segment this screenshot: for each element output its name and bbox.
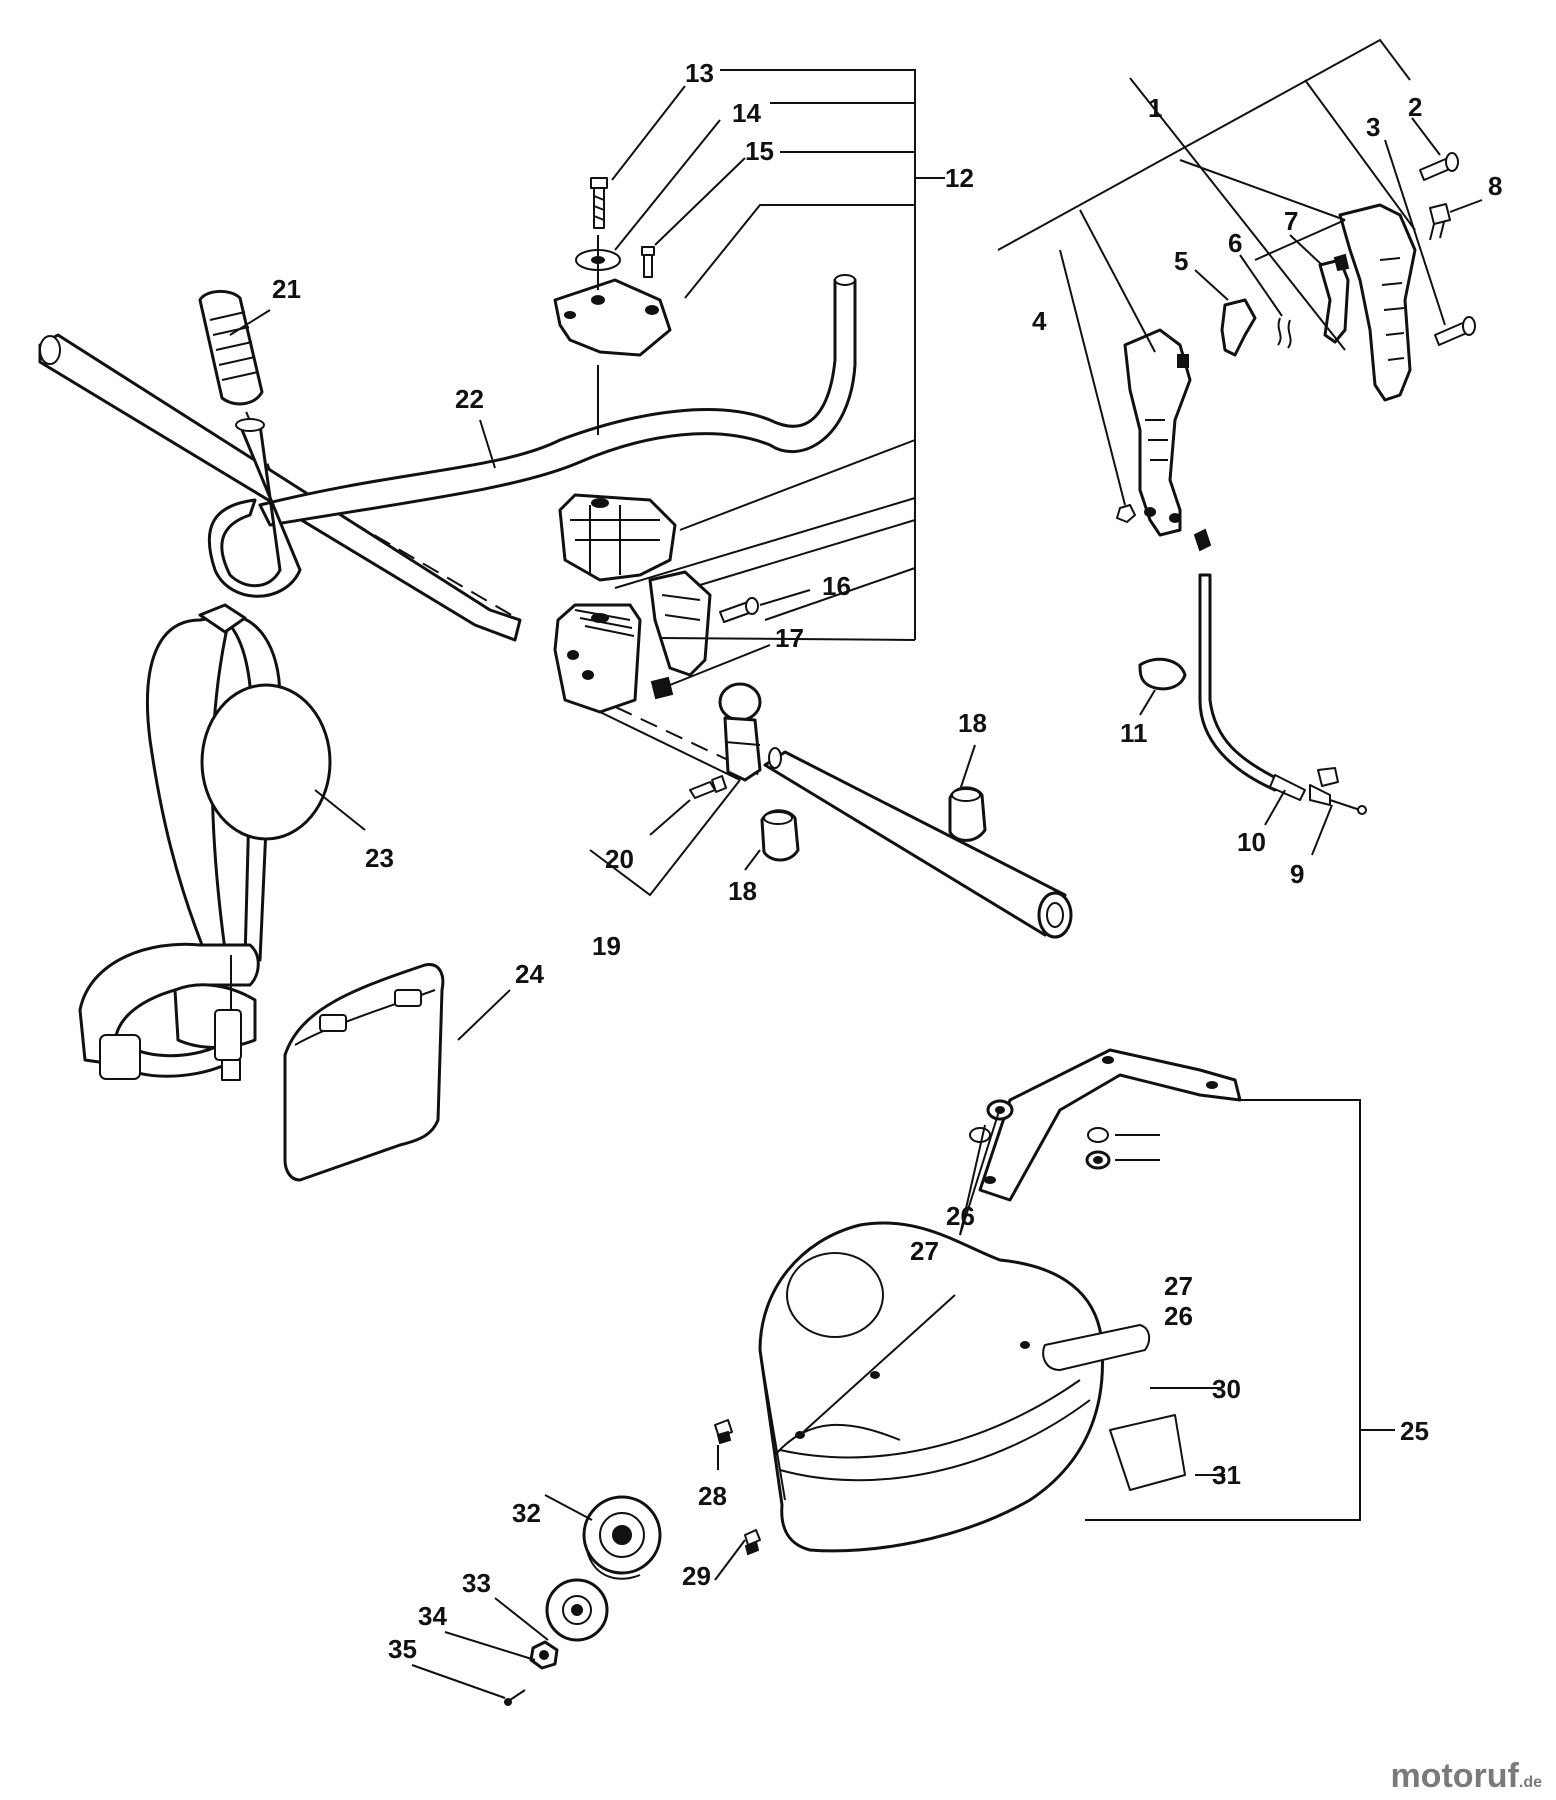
watermark-name: motoruf (1390, 1757, 1519, 1795)
callout-1: 1 (1148, 93, 1162, 123)
callout-27-right: 27 (1164, 1271, 1193, 1301)
callout-22: 22 (455, 384, 484, 414)
callout-3: 3 (1366, 112, 1380, 142)
callout-10: 10 (1237, 827, 1266, 857)
callout-31: 31 (1212, 1460, 1241, 1490)
callout-23: 23 (365, 843, 394, 873)
callout-11: 11 (1120, 718, 1148, 748)
callout-26-left: 26 (946, 1201, 975, 1231)
callout-7: 7 (1284, 206, 1298, 236)
callout-21: 21 (272, 274, 301, 304)
shoulder-harness (78, 603, 332, 1081)
blade-guard-assembly (714, 1048, 1242, 1556)
watermark-tld: .de (1518, 1774, 1542, 1791)
callout-24: 24 (515, 959, 544, 989)
leader-lines (229, 38, 1483, 1699)
callout-20: 20 (605, 844, 634, 874)
callout-25: 25 (1400, 1416, 1429, 1446)
callout-18-lower: 18 (728, 876, 757, 906)
handlebar-assembly (38, 274, 857, 776)
callout-12: 12 (945, 163, 974, 193)
apron-shield (283, 963, 511, 1182)
watermark-logo: motoruf.de (1390, 1757, 1542, 1796)
callout-19: 19 (592, 931, 621, 961)
cutter-head-parts (504, 1495, 662, 1706)
callout-6: 6 (1228, 228, 1242, 258)
callout-26-right: 26 (1164, 1301, 1193, 1331)
throttle-handle-assembly (1116, 152, 1476, 815)
callout-29: 29 (682, 1561, 711, 1591)
callout-35: 35 (388, 1634, 417, 1664)
callout-2: 2 (1408, 92, 1422, 122)
handle-clamp-assembly (553, 177, 759, 781)
callout-15: 15 (745, 136, 774, 166)
callout-17: 17 (775, 623, 804, 653)
callout-4: 4 (1032, 306, 1047, 336)
callout-30: 30 (1212, 1374, 1241, 1404)
loop-barrier-assembly (689, 682, 1073, 939)
callout-18-upper: 18 (958, 708, 987, 738)
callout-16: 16 (822, 571, 851, 601)
callout-14: 14 (732, 98, 761, 128)
callout-27-left: 27 (910, 1236, 939, 1266)
callout-9: 9 (1290, 859, 1304, 889)
callout-28: 28 (698, 1481, 727, 1511)
callout-labels: 1 2 3 4 5 6 7 8 9 10 11 12 13 14 15 16 1… (272, 58, 1502, 1664)
callout-32: 32 (512, 1498, 541, 1528)
callout-34: 34 (418, 1601, 447, 1631)
callout-5: 5 (1174, 246, 1188, 276)
callout-33: 33 (462, 1568, 491, 1598)
callout-13: 13 (685, 58, 714, 88)
callout-8: 8 (1488, 171, 1502, 201)
